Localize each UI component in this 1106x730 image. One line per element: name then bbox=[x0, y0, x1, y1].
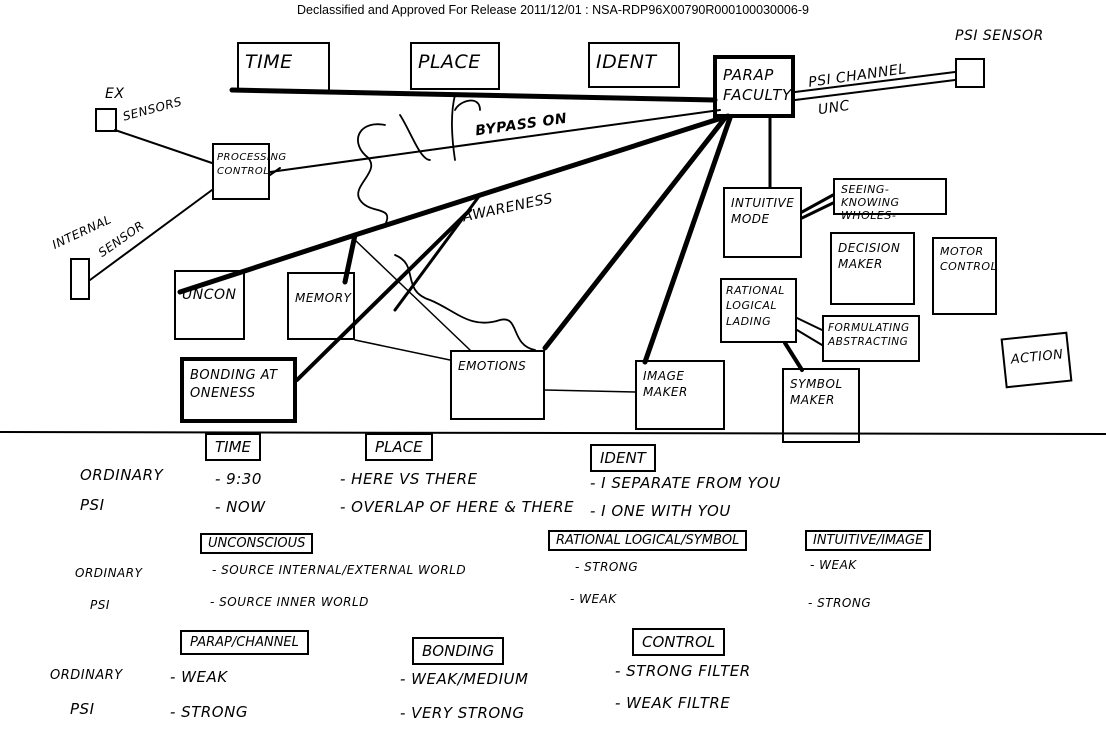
ex-sensor-box bbox=[95, 108, 117, 132]
cell: - Here vs There bbox=[340, 470, 478, 488]
motor-control-box: Motor Control bbox=[932, 237, 997, 315]
bonding-line bbox=[295, 208, 472, 382]
cell: - I one with you bbox=[590, 502, 731, 520]
cell: - Now bbox=[215, 498, 266, 516]
cell: - weak bbox=[170, 668, 228, 686]
uncon-line bbox=[177, 232, 358, 295]
psi-sensor-box bbox=[955, 58, 985, 88]
declassification-header: Declassified and Approved For Release 20… bbox=[297, 3, 809, 17]
rational-formulating-line-2 bbox=[796, 329, 823, 346]
cell: - I separate from you bbox=[590, 474, 781, 492]
parap-tick bbox=[269, 167, 281, 176]
header-place: Place bbox=[365, 433, 433, 461]
memory-box: Memory bbox=[287, 272, 355, 340]
header-intuitive: Intuitive/image bbox=[805, 530, 932, 551]
emotions-line bbox=[542, 115, 728, 351]
place-box: Place bbox=[410, 42, 500, 90]
header-time: Time bbox=[205, 433, 262, 461]
rational-symbol-line bbox=[783, 341, 804, 372]
cell: - weak/medium bbox=[400, 670, 529, 688]
ex-sensor-line bbox=[114, 129, 213, 164]
memory-emotions-line bbox=[354, 239, 471, 351]
cell: - strong bbox=[575, 560, 639, 574]
seeing-knowing-box: Seeing-Knowing Wholes- bbox=[833, 178, 947, 222]
emotions-image-line bbox=[544, 389, 636, 393]
cell: - weak bbox=[810, 558, 857, 572]
row-label: PSI bbox=[70, 700, 95, 718]
memory-bonding-line bbox=[354, 339, 451, 361]
decision-maker-box: Decision Maker bbox=[830, 232, 915, 305]
emotions-box: Emotions bbox=[450, 350, 545, 420]
cell: - source internal/external world bbox=[212, 563, 467, 577]
cell: - overlap of Here & There bbox=[340, 498, 574, 516]
horizon-line bbox=[0, 431, 1106, 435]
row-label: PSI bbox=[90, 598, 110, 612]
cell: - 9:30 bbox=[215, 470, 262, 488]
cell: - very strong bbox=[400, 704, 525, 722]
ex-label: EX bbox=[105, 86, 125, 102]
cell: - weak filtre bbox=[615, 694, 731, 712]
main-trunk-line bbox=[352, 113, 731, 238]
seeing-line bbox=[800, 193, 835, 214]
ident-box: Ident bbox=[588, 42, 680, 88]
cell: - source inner world bbox=[210, 595, 369, 609]
time-box: Time bbox=[237, 42, 330, 92]
header-unconscious: Unconscious bbox=[200, 533, 314, 554]
seeing-line-2 bbox=[800, 201, 835, 220]
bypass-line bbox=[269, 109, 721, 173]
action-box: Action bbox=[1000, 331, 1073, 389]
image-maker-line bbox=[642, 115, 733, 365]
cell: - strong bbox=[808, 596, 872, 610]
processing-control-box: Processing Control bbox=[212, 143, 286, 200]
header-rational: Rational logical/symbol bbox=[548, 530, 748, 551]
psi-channel-line bbox=[794, 71, 956, 93]
header-bonding: Bonding bbox=[412, 637, 505, 665]
intuitive-mode-box: Intuitive Mode bbox=[723, 187, 802, 258]
image-maker-box: Image Maker bbox=[635, 360, 725, 430]
awareness-cloud bbox=[357, 99, 536, 351]
psi-sensor-label: PSI Sensor bbox=[955, 28, 1044, 44]
psi-channel-line-2 bbox=[794, 79, 956, 101]
formulating-abstracting-box: Formulating Abstracting bbox=[822, 315, 920, 362]
bypass-scribble bbox=[451, 94, 456, 161]
parap-faculty-box: Parap Faculty bbox=[713, 55, 795, 118]
row-label: Ordinary bbox=[80, 466, 164, 484]
cell: - strong filter bbox=[615, 662, 751, 680]
header-control: Control bbox=[632, 628, 726, 656]
internal-sensor-box bbox=[70, 258, 90, 300]
header-ident: Ident bbox=[590, 444, 656, 472]
bonding-box: Bonding at oneness bbox=[180, 357, 297, 423]
symbol-maker-box: Symbol Maker bbox=[782, 368, 860, 443]
internal-sensor-line bbox=[89, 189, 213, 281]
uncon-box: Uncon bbox=[174, 270, 245, 340]
cell: - strong bbox=[170, 703, 248, 721]
row-label: Ordinary bbox=[75, 566, 143, 580]
header-parap-channel: Parap/channel bbox=[180, 630, 309, 655]
rational-formulating-line bbox=[796, 317, 823, 331]
rational-logical-box: Rational Logical Lading bbox=[720, 278, 797, 343]
cell: - weak bbox=[570, 592, 617, 606]
memory-line bbox=[342, 232, 358, 285]
row-label: PSI bbox=[80, 496, 105, 514]
row-label: Ordinary bbox=[50, 668, 123, 683]
